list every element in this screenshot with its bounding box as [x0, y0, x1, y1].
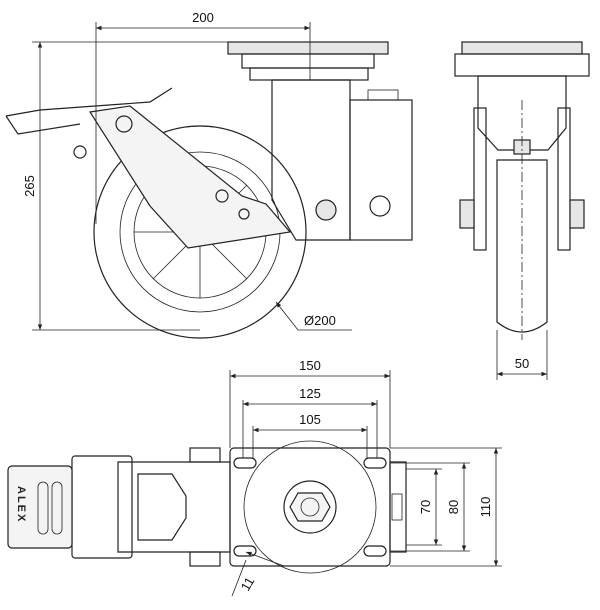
front-fork-head — [477, 75, 567, 151]
housing-bolt — [369, 195, 391, 217]
brake-pedal-logo: ALEX — [15, 486, 27, 523]
dim-wheel-width: 50 — [515, 356, 529, 371]
arm-bolt-a — [215, 189, 229, 203]
swivel-bearing — [241, 53, 375, 69]
top-view: ALEX 150 125 105 110 80 70 — [7, 358, 502, 597]
swivel-circle — [243, 440, 377, 574]
dim-hole-spacing-80: 80 — [446, 500, 461, 514]
dim-hole-spacing-105: 105 — [299, 412, 321, 427]
slot-hole-bl — [233, 545, 257, 557]
brake-spring — [73, 145, 87, 159]
spring-housing — [349, 99, 413, 241]
swing-arm-top — [117, 461, 231, 553]
dim-plate-width: 150 — [299, 358, 321, 373]
swing-arm — [88, 105, 292, 249]
spring-bolt-hex — [315, 199, 337, 221]
arm-yoke — [137, 473, 187, 541]
pedal-grip-2 — [51, 481, 63, 535]
dim-hole-spacing-125: 125 — [299, 386, 321, 401]
front-axle-nut-right — [569, 199, 585, 229]
side-block — [389, 461, 407, 553]
brake-pedal-lower — [5, 115, 81, 135]
arm-bolt-top — [189, 447, 221, 463]
front-wheel — [496, 159, 548, 333]
arm-pivot-bolt — [115, 115, 133, 133]
arm-bolt-b — [238, 208, 250, 220]
front-top-plate — [461, 41, 583, 55]
slot-hole-tl — [233, 457, 257, 469]
front-fork-left — [473, 107, 487, 251]
front-view: 50 — [454, 41, 590, 380]
slot-hole-tr — [363, 457, 387, 469]
top-plate — [227, 41, 389, 55]
side-view: 200 265 Ø200 — [5, 10, 413, 339]
center-bolt — [300, 497, 320, 517]
dim-top-width: 200 — [192, 10, 214, 25]
pedal-plate — [71, 455, 133, 559]
front-axle-nut-left — [459, 199, 475, 229]
front-bearing — [454, 53, 590, 77]
arm-bolt-bottom — [189, 551, 221, 567]
spring-cap — [367, 89, 399, 101]
slot-hole-br — [363, 545, 387, 557]
fork-body — [271, 79, 351, 241]
dim-plate-depth: 110 — [478, 497, 493, 518]
front-fork-right — [557, 107, 571, 251]
swivel-ring — [249, 67, 369, 81]
dim-overall-height: 265 — [22, 175, 37, 197]
pedal-grip-1 — [37, 481, 49, 535]
center-hex-nut — [289, 492, 331, 522]
dim-hole-diameter: 11 — [238, 574, 258, 593]
brake-pedal-top — [7, 465, 73, 549]
dim-hole-spacing-70: 70 — [418, 500, 433, 514]
wheel-tyre — [93, 125, 307, 339]
dim-wheel-diameter: Ø200 — [304, 313, 336, 328]
center-boss — [283, 480, 337, 534]
brake-pedal — [5, 87, 173, 117]
side-block-detail — [391, 493, 403, 521]
